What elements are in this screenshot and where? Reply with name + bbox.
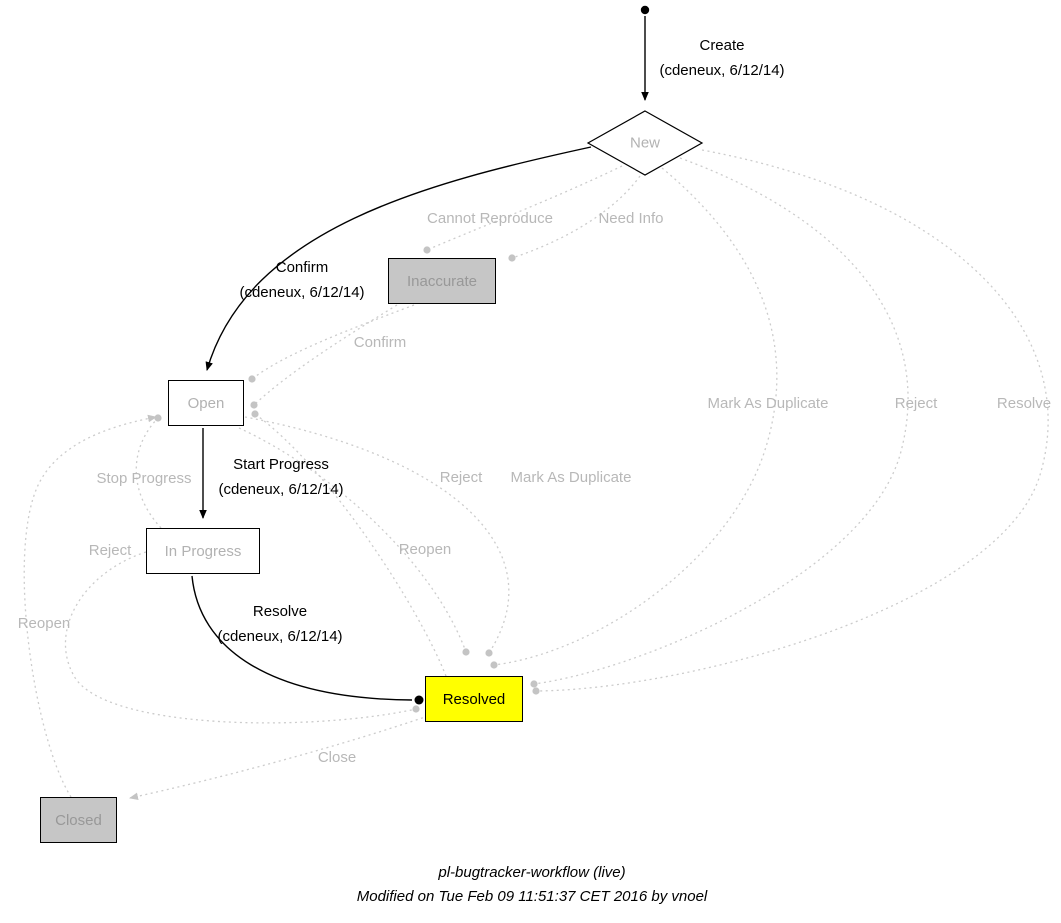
resolve-edge-terminal-dot	[414, 695, 424, 705]
node-in-progress-label: In Progress	[164, 542, 242, 560]
node-new-shape	[586, 110, 704, 176]
node-inaccurate: Inaccurate	[388, 258, 496, 304]
edge-label-need-info: Need Info	[598, 210, 664, 227]
edge-label-start-progress-action: Start Progress	[233, 456, 329, 473]
edge-label-create: Create (cdeneux, 6/12/14)	[659, 33, 784, 83]
edge-label-reject-new: Reject	[894, 395, 938, 412]
node-closed-label: Closed	[55, 811, 102, 829]
edge-close	[129, 715, 429, 801]
edge-need-info	[508, 175, 641, 262]
edge-confirm-inaccurate-open-1	[248, 304, 415, 383]
edge-label-close: Close	[317, 749, 357, 766]
edge-label-mark-as-duplicate-open: Mark As Duplicate	[510, 469, 632, 486]
edge-label-confirm-action: Confirm	[275, 259, 329, 276]
node-new-label: New	[629, 134, 661, 152]
edge-label-resolve-action: Resolve	[252, 603, 308, 620]
node-closed: Closed	[40, 797, 117, 843]
edge-label-reject-in-progress: Reject	[88, 542, 132, 559]
edge-mark-as-duplicate-open-resolved	[244, 416, 510, 657]
edge-label-create-meta: (cdeneux, 6/12/14)	[659, 62, 785, 79]
node-inaccurate-label: Inaccurate	[406, 272, 478, 290]
edge-label-mark-as-duplicate-new: Mark As Duplicate	[707, 395, 829, 412]
node-resolved-label: Resolved	[442, 690, 506, 708]
edge-mark-as-duplicate-new-resolved	[490, 167, 778, 669]
edge-reopen-closed-open	[23, 414, 157, 798]
start-state-dot	[640, 5, 650, 15]
edge-confirm-new-open	[205, 146, 592, 371]
edge-resolve-new-resolved	[532, 149, 1049, 695]
edge-label-stop-progress: Stop Progress	[96, 470, 192, 487]
diagram-title: pl-bugtracker-workflow (live)	[438, 864, 626, 881]
edge-label-resolve-meta: (cdeneux, 6/12/14)	[217, 628, 343, 645]
edge-label-start-progress-meta: (cdeneux, 6/12/14)	[218, 481, 344, 498]
edge-label-create-action: Create	[699, 37, 745, 54]
edge-label-reopen-closed: Reopen	[17, 615, 71, 632]
node-resolved: Resolved	[425, 676, 523, 722]
edge-label-reopen-resolved: Reopen	[398, 541, 452, 558]
edge-label-confirm-meta: (cdeneux, 6/12/14)	[239, 284, 365, 301]
edge-reject-new-resolved	[530, 157, 909, 688]
node-in-progress: In Progress	[146, 528, 260, 574]
edge-label-confirm: Confirm (cdeneux, 6/12/14)	[239, 255, 364, 305]
edge-label-confirm-gray: Confirm	[353, 334, 407, 351]
node-open-label: Open	[187, 394, 225, 412]
edge-reopen-resolved-open	[251, 410, 447, 677]
node-open: Open	[168, 380, 244, 426]
edge-resolve-inprogress-resolved	[191, 575, 413, 701]
diagram-modified-caption: Modified on Tue Feb 09 11:51:37 CET 2016…	[356, 888, 708, 905]
edge-label-resolve: Resolve (cdeneux, 6/12/14)	[217, 599, 342, 649]
edge-confirm-inaccurate-open-2	[250, 304, 398, 409]
edge-label-cannot-reproduce: Cannot Reproduce	[427, 210, 553, 227]
edge-reject-open-resolved	[238, 427, 470, 656]
edge-label-start-progress: Start Progress (cdeneux, 6/12/14)	[218, 452, 343, 502]
edge-label-resolve-new: Resolve	[996, 395, 1052, 412]
edge-label-reject-open: Reject	[439, 469, 483, 486]
